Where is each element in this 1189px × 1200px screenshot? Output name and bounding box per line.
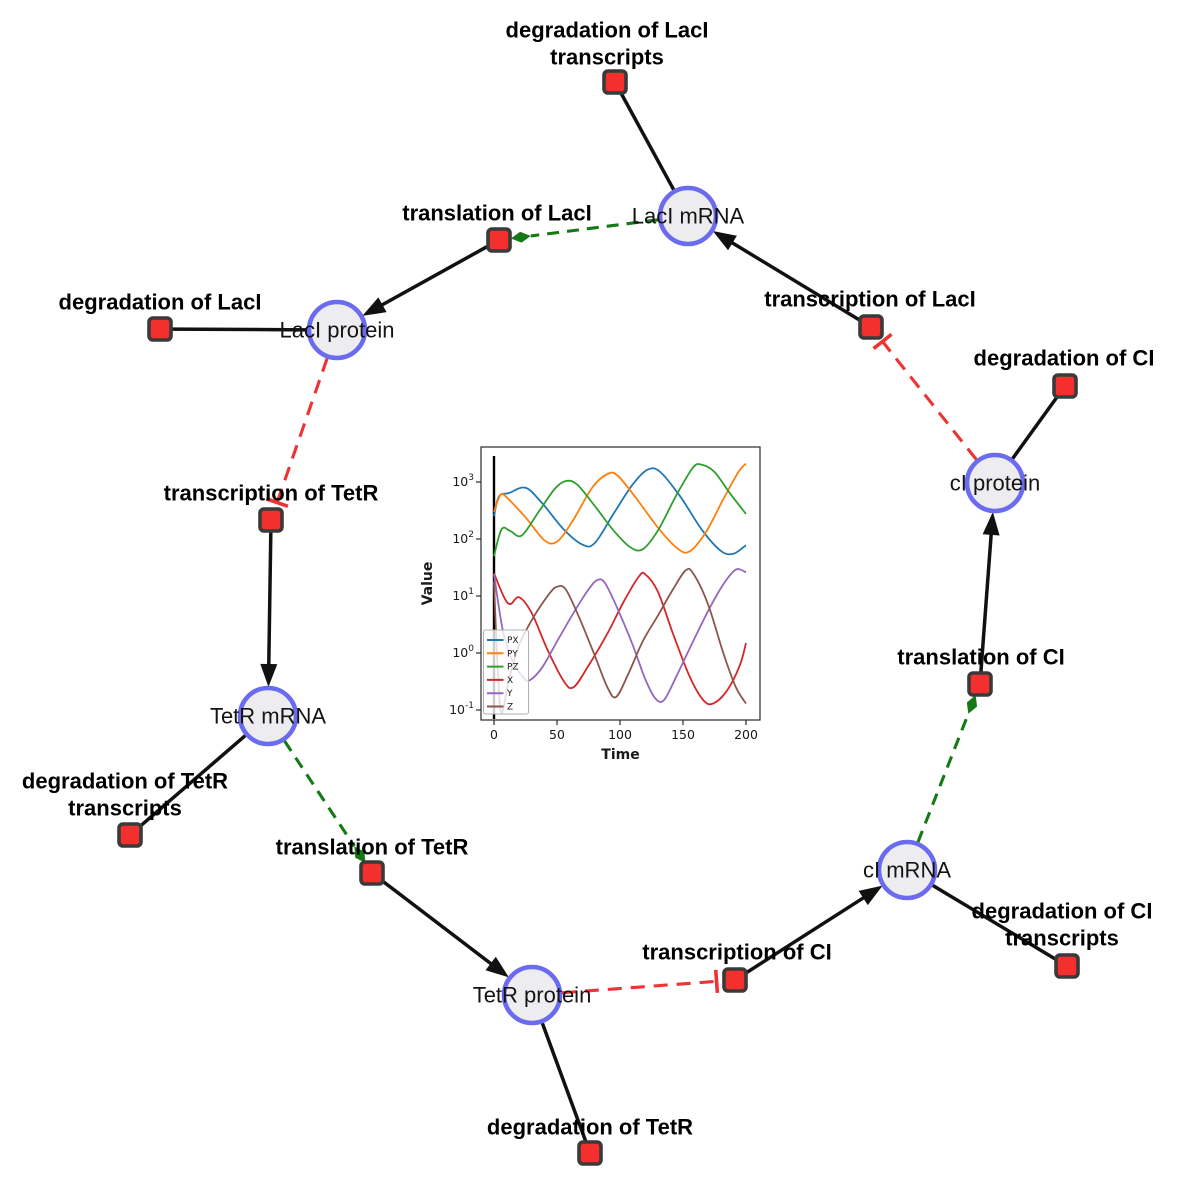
- y-tick-label: 101: [452, 587, 474, 603]
- y-tick-label: 103: [452, 473, 474, 489]
- x-axis-label: Time: [601, 747, 639, 763]
- species-label-tetr_mrna: TetR mRNA: [210, 704, 326, 729]
- species-label-ci_protein: cI protein: [950, 471, 1041, 496]
- reaction-node-deg_tetr_tx[interactable]: [117, 822, 143, 848]
- edge-ci_mrna-deg_ci_tx[interactable]: [931, 883, 1058, 962]
- edges: [138, 92, 1060, 1142]
- y-tick-label: 100: [452, 644, 474, 660]
- labels: degradation of LacItranscriptstranslatio…: [22, 18, 1155, 1140]
- reaction-node-tl_ci[interactable]: [967, 671, 993, 697]
- curves: [493, 462, 747, 714]
- reaction-label-tr_tetr: transcription of TetR: [164, 481, 379, 506]
- reaction-node-tl_laci[interactable]: [486, 227, 512, 253]
- x-tick-label: 50: [549, 727, 565, 742]
- legend-label-Y: Y: [506, 689, 513, 699]
- edge-tetr_mrna-tl_tetr[interactable]: [283, 740, 366, 863]
- edge-tr_ci-ci_mrna[interactable]: [744, 885, 883, 975]
- edge-ci_mrna-tl_ci[interactable]: [916, 695, 978, 843]
- species-node-tetr_protein[interactable]: [501, 964, 563, 1026]
- species-node-laci_protein[interactable]: [306, 299, 368, 361]
- reaction-label-tr_laci: transcription of LacI: [764, 287, 975, 312]
- species-node-ci_protein[interactable]: [964, 452, 1026, 514]
- reaction-label-deg_ci_tx: transcripts: [1005, 926, 1119, 951]
- edge-tetr_mrna-deg_tetr_tx[interactable]: [138, 734, 247, 829]
- series-PZ: [493, 463, 747, 557]
- y-axis-label: Value: [420, 562, 436, 606]
- nodes: [117, 69, 1080, 1166]
- edge-tetr_protein-deg_tetr[interactable]: [540, 1022, 588, 1142]
- reaction-label-tl_laci: translation of LacI: [402, 201, 591, 226]
- species-label-laci_protein: LacI protein: [280, 318, 395, 343]
- edge-tr_tetr-tetr_mrna[interactable]: [260, 532, 278, 688]
- edge-laci_protein-deg_laci[interactable]: [172, 327, 308, 332]
- edge-ci_protein-deg_ci[interactable]: [1011, 395, 1060, 460]
- legend-label-X: X: [507, 676, 513, 686]
- reaction-node-tl_tetr[interactable]: [359, 860, 385, 886]
- legend-label-PY: PY: [507, 649, 518, 659]
- x-tick-label: 150: [671, 727, 695, 742]
- species-node-ci_mrna[interactable]: [876, 839, 938, 901]
- edge-ci_protein-tr_laci[interactable]: [872, 332, 978, 461]
- edge-laci_mrna-tl_laci[interactable]: [510, 218, 659, 243]
- edge-tl_tetr-tetr_protein[interactable]: [380, 879, 509, 978]
- species-label-laci_mrna: LacI mRNA: [632, 204, 745, 229]
- reaction-label-deg_tetr_tx: degradation of TetR: [22, 769, 228, 794]
- reaction-node-deg_tetr[interactable]: [577, 1140, 603, 1166]
- reaction-node-deg_ci_tx[interactable]: [1054, 953, 1080, 979]
- edge-tr_laci-laci_mrna[interactable]: [712, 231, 862, 323]
- reaction-node-tr_laci[interactable]: [858, 314, 884, 340]
- reaction-label-deg_tetr_tx: transcripts: [68, 796, 182, 821]
- reaction-label-tl_tetr: translation of TetR: [276, 835, 469, 860]
- reaction-node-tr_tetr[interactable]: [258, 507, 284, 533]
- edge-tl_ci-ci_protein[interactable]: [979, 511, 1000, 672]
- x-tick-label: 100: [608, 727, 632, 742]
- reaction-label-deg_laci_tx: degradation of LacI: [506, 18, 709, 43]
- reaction-label-deg_ci_tx: degradation of CI: [972, 899, 1153, 924]
- reaction-label-tr_ci: transcription of CI: [642, 940, 831, 965]
- edge-laci_protein-tr_tetr[interactable]: [265, 357, 329, 508]
- legend-label-PZ: PZ: [507, 663, 519, 673]
- reaction-label-deg_ci: degradation of CI: [974, 346, 1155, 371]
- reaction-label-deg_tetr: degradation of TetR: [487, 1115, 693, 1140]
- edge-tl_laci-laci_protein[interactable]: [362, 244, 489, 316]
- reaction-node-deg_ci[interactable]: [1052, 373, 1078, 399]
- legend-label-Z: Z: [507, 703, 513, 713]
- y-tick-label: 102: [452, 530, 474, 546]
- series-PY: [493, 462, 747, 554]
- x-tick-label: 0: [490, 727, 498, 742]
- species-label-ci_mrna: cI mRNA: [863, 858, 951, 883]
- x-tick-label: 200: [734, 727, 758, 742]
- series-X: [493, 571, 747, 706]
- species-label-tetr_protein: TetR protein: [473, 983, 592, 1008]
- y-tick-label: 10-1: [449, 701, 474, 717]
- reaction-label-deg_laci: degradation of LacI: [59, 290, 262, 315]
- legend: PX PY PZ XYZ: [483, 629, 529, 715]
- legend-label-PX: PX: [507, 636, 519, 646]
- series-PX: [493, 467, 747, 556]
- species-node-tetr_mrna[interactable]: [237, 685, 299, 747]
- reaction-label-tl_ci: translation of CI: [897, 645, 1064, 670]
- species-node-laci_mrna[interactable]: [657, 185, 719, 247]
- edge-tetr_protein-tr_ci[interactable]: [561, 969, 720, 995]
- reaction-node-deg_laci_tx[interactable]: [602, 69, 628, 95]
- reaction-node-tr_ci[interactable]: [722, 967, 748, 993]
- reaction-label-deg_laci_tx: transcripts: [550, 45, 664, 70]
- reaction-node-deg_laci[interactable]: [147, 316, 173, 342]
- edge-laci_mrna-deg_laci_tx[interactable]: [619, 92, 676, 191]
